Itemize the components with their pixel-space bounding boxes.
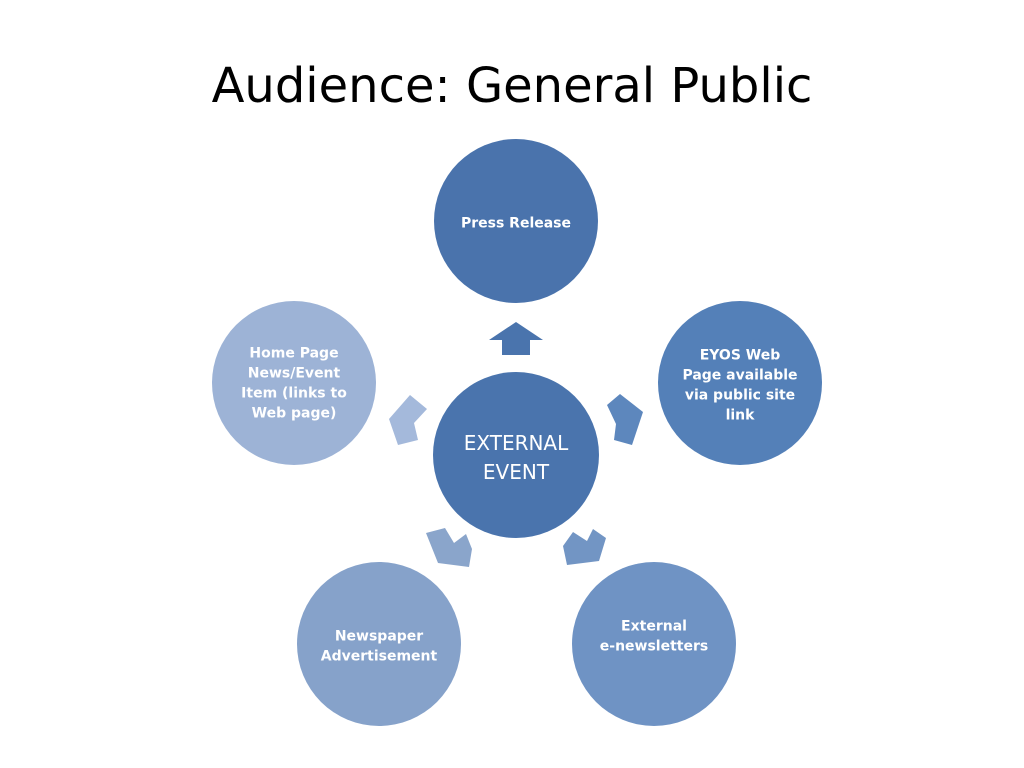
label-line: Advertisement [321, 649, 438, 665]
arrow-to-eyos-web-page [607, 394, 643, 445]
press-release-circle [434, 139, 598, 303]
arrow-to-home-page-item [389, 395, 427, 445]
label-line: EVENT [483, 460, 550, 484]
external-enewsletters-circle [572, 562, 736, 726]
external-event-circle [433, 372, 599, 538]
label-line: Page available [682, 368, 797, 384]
slide-title: Audience: General Public [211, 58, 813, 114]
newspaper-advertisement-circle [297, 562, 461, 726]
label-line: Press Release [461, 216, 571, 232]
eyos-web-page-circle [658, 301, 822, 465]
external-event-label: EXTERNAL EVENT [464, 431, 569, 484]
label-line: e-newsletters [600, 639, 708, 655]
node-press-release: Press Release [434, 139, 598, 303]
home-page-item-circle [212, 301, 376, 465]
label-line: External [621, 619, 687, 635]
label-line: link [726, 408, 756, 424]
arrow-to-external-enewsletters [563, 529, 606, 565]
label-line: EYOS Web [700, 348, 781, 364]
node-external-enewsletters: External e-newsletters [572, 562, 736, 726]
external-enewsletters-label: External e-newsletters [600, 619, 708, 655]
label-line: via public site [685, 388, 795, 404]
label-line: Home Page [249, 346, 338, 362]
arrow-up-to-press-release [489, 322, 543, 355]
press-release-label: Press Release [461, 216, 571, 232]
label-line: Item (links to [241, 386, 347, 402]
arrow-to-newspaper-advertisement [426, 528, 472, 567]
label-line: Web page) [252, 406, 337, 422]
node-external-event: EXTERNAL EVENT [433, 372, 599, 538]
label-line: Newspaper [335, 629, 423, 645]
label-line: EXTERNAL [464, 431, 569, 455]
label-line: News/Event [248, 366, 341, 382]
